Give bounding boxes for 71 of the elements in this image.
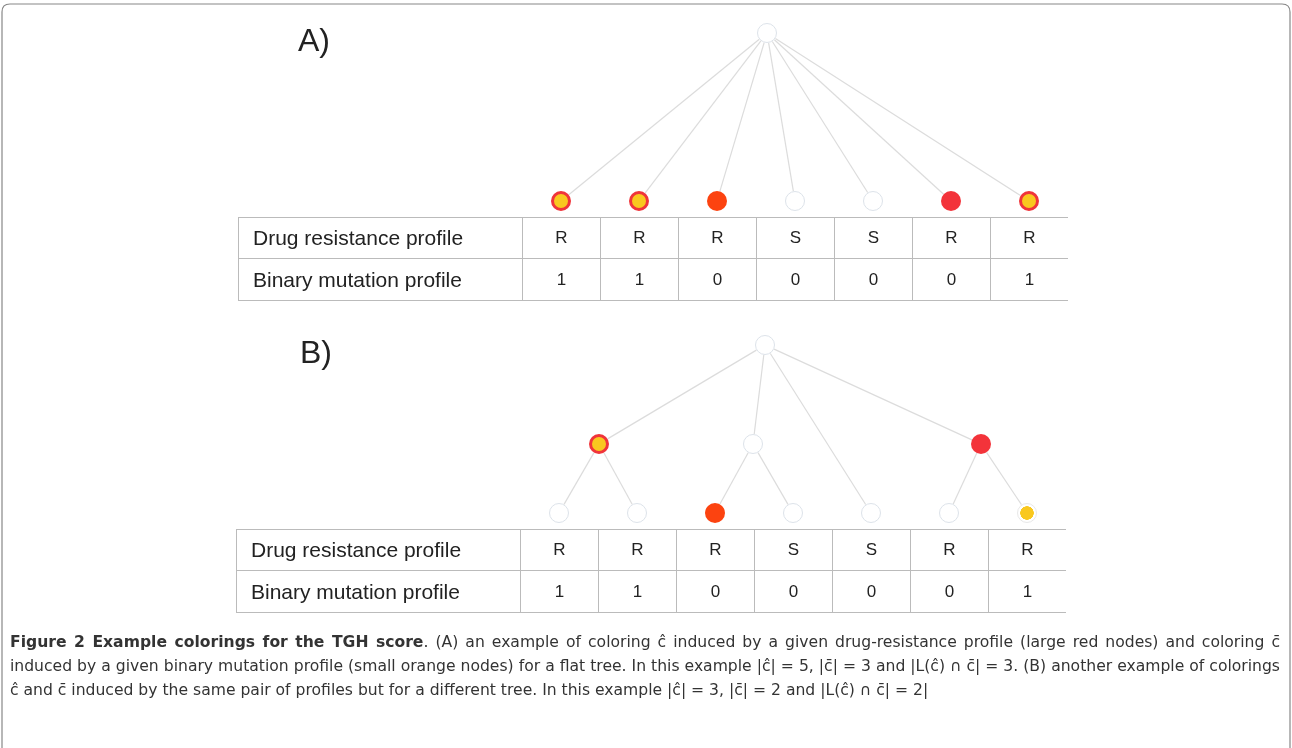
mutation-value: 0 [756,259,834,301]
tree-edge [769,352,867,506]
mutation-value: 1 [520,571,598,613]
resistance-value: R [520,529,598,571]
tree-edge [603,452,633,505]
tree-node [589,434,609,454]
tree-node [707,191,727,211]
mutation-value: 0 [678,259,756,301]
panel-label: A) [298,22,331,60]
row-header: Binary mutation profile [236,571,520,613]
tree-node [971,434,991,454]
mutation-value: 1 [990,259,1068,301]
tree-edge [757,452,789,505]
tree-node [757,23,777,43]
figure-caption: Figure 2 Example colorings for the TGH score. (A) an example of coloring ĉ induced by a given drug-resistance profile (large red nodes) and coloring c̄ induced by a given binary mutation profile (small orange nodes) for a flat tree. In this example |ĉ| = 5, |c̄| = 3 and |L(ĉ) ∩ c̄| = 3. (B) another example of colorings ĉ and c̄ induced by the same pair of profiles but for a different tree. In this example |ĉ| = 3, |c̄| = 2 and |L(ĉ) ∩ c̄| = 2| [10,632,1280,701]
tree-node [783,503,803,523]
row-header: Binary mutation profile [238,259,522,301]
resistance-value: R [522,217,600,259]
tree-node [705,503,725,523]
resistance-value: R [910,529,988,571]
mutation-value: 1 [600,259,678,301]
resistance-value: S [754,529,832,571]
tree-node [863,191,883,211]
resistance-value: S [834,217,912,259]
tree-edge [773,348,973,441]
tree-node [629,191,649,211]
tree-edge [985,451,1023,506]
tree-edge [607,349,757,440]
mutation-value: 0 [910,571,988,613]
tree-edge [773,39,945,195]
resistance-value: R [676,529,754,571]
panel-label: B) [300,334,333,372]
tree-node [551,191,571,211]
resistance-value: R [678,217,756,259]
mutation-value: 0 [676,571,754,613]
row-header: Drug resistance profile [236,529,520,571]
tree-node [743,434,763,454]
mutation-value: 0 [834,259,912,301]
mutation-value: 1 [598,571,676,613]
tree-node [627,503,647,523]
tree-node [1017,503,1037,523]
tree-node [861,503,881,523]
tree-edge [568,38,760,196]
tree-node [1019,191,1039,211]
tree-node [941,191,961,211]
mutation-value: 0 [754,571,832,613]
resistance-value: S [756,217,834,259]
tree-edge [563,452,595,505]
resistance-value: S [832,529,910,571]
mutation-value: 1 [988,571,1066,613]
mutation-value: 0 [832,571,910,613]
resistance-value: R [598,529,676,571]
tree-edge [952,452,978,505]
tree-edge [719,452,749,505]
tree-edge [771,40,869,194]
resistance-value: R [912,217,990,259]
tree-edge [774,37,1022,197]
tree-node [549,503,569,523]
row-header: Drug resistance profile [238,217,522,259]
tree-node [939,503,959,523]
tree-edge [719,42,765,192]
resistance-value: R [988,529,1066,571]
mutation-value: 1 [522,259,600,301]
tree-edge [768,42,794,192]
tree-node [785,191,805,211]
mutation-value: 0 [912,259,990,301]
resistance-value: R [600,217,678,259]
tree-node [755,335,775,355]
tree-edge [644,40,762,194]
tree-edge [753,354,765,435]
resistance-value: R [990,217,1068,259]
